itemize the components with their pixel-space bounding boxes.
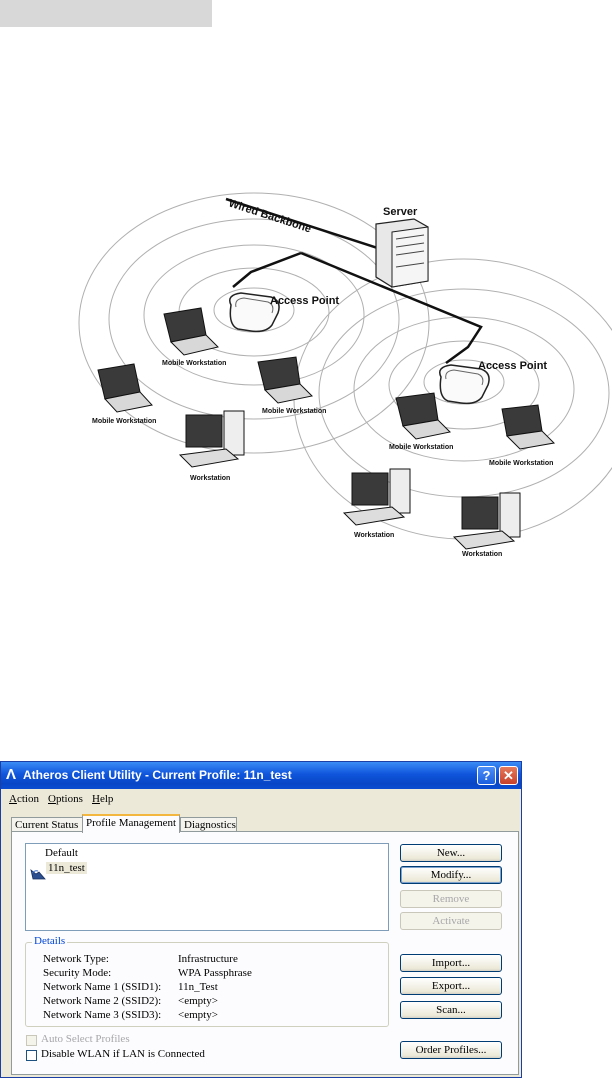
access-point-icon-2 — [439, 364, 490, 405]
mobile-workstation-label-4: Mobile Workstation — [389, 444, 453, 451]
ssid2-value: <empty> — [178, 995, 218, 1007]
atheros-logo-icon: Λ — [6, 766, 17, 783]
server-label: Server — [383, 206, 418, 218]
workstation-icons — [178, 410, 521, 550]
disable-wlan-label: Disable WLAN if LAN is Connected — [41, 1048, 205, 1060]
mobile-workstation-label-3: Mobile Workstation — [262, 408, 326, 415]
mobile-workstation-label-1: Mobile Workstation — [162, 360, 226, 367]
workstation-label-2: Workstation — [354, 532, 394, 539]
security-mode-label: Security Mode: — [43, 967, 112, 979]
header-bar — [0, 0, 212, 27]
ssid3-value: <empty> — [178, 1009, 218, 1021]
access-point-label-2: Access Point — [478, 360, 547, 372]
network-diagram: Wired Backbone Server Access Point Acces… — [76, 177, 612, 573]
tab-current-status[interactable]: Current Status — [11, 817, 83, 832]
new-button[interactable]: New... — [400, 844, 502, 862]
menu-action[interactable]: Action — [9, 793, 39, 805]
auto-select-profiles-checkbox[interactable] — [26, 1035, 37, 1046]
profile-list[interactable]: Default 11n_test — [25, 843, 389, 931]
details-group: Details Network Type: Infrastructure Sec… — [25, 935, 389, 1027]
profile-item-default[interactable]: Default — [45, 847, 78, 859]
laptop-icon-5 — [501, 404, 556, 450]
network-type-label: Network Type: — [43, 953, 109, 965]
profile-management-panel: Default 11n_test Details Network Type: I… — [11, 831, 519, 1075]
activate-button[interactable]: Activate — [400, 912, 502, 930]
laptop-icon-2 — [97, 363, 153, 413]
menu-options[interactable]: Options — [48, 793, 83, 805]
menu-bar: Action Options Help — [1, 789, 521, 809]
network-type-value: Infrastructure — [178, 953, 238, 965]
ssid2-label: Network Name 2 (SSID2): — [43, 995, 162, 1007]
laptop-icon-3 — [257, 356, 314, 404]
workstation-icon-1 — [178, 410, 245, 468]
access-point-icon-1 — [229, 292, 280, 333]
wired-backbone-lines — [225, 197, 483, 365]
workstation-icon-2 — [342, 468, 411, 526]
coverage-rings-1 — [78, 192, 430, 454]
order-profiles-button[interactable]: Order Profiles... — [400, 1041, 502, 1059]
remove-button[interactable]: Remove — [400, 890, 502, 908]
access-point-label-1: Access Point — [270, 295, 339, 307]
title-bar[interactable]: Λ Atheros Client Utility - Current Profi… — [1, 762, 521, 789]
mobile-workstation-label-2: Mobile Workstation — [92, 418, 156, 425]
tab-diagnostics[interactable]: Diagnostics — [180, 817, 237, 832]
wired-backbone-label: Wired Backbone — [227, 197, 313, 235]
ssid3-label: Network Name 3 (SSID3): — [43, 1009, 162, 1021]
close-button[interactable]: ✕ — [499, 766, 518, 785]
scan-button[interactable]: Scan... — [400, 1001, 502, 1019]
workstation-label-3: Workstation — [462, 551, 502, 558]
laptop-icon-1 — [163, 307, 219, 356]
security-mode-value: WPA Passphrase — [178, 967, 252, 979]
auto-select-profiles-label: Auto Select Profiles — [41, 1033, 130, 1045]
laptop-icons — [97, 307, 556, 450]
laptop-icon-4 — [395, 392, 452, 440]
export-button[interactable]: Export... — [400, 977, 502, 995]
menu-help[interactable]: Help — [92, 793, 114, 805]
profile-item-11n-test[interactable]: 11n_test — [46, 862, 87, 874]
help-button[interactable]: ? — [477, 766, 496, 785]
tab-profile-management[interactable]: Profile Management — [82, 814, 180, 833]
atheros-client-utility-window: Λ Atheros Client Utility - Current Profi… — [0, 761, 522, 1078]
server-icon — [375, 218, 429, 288]
ssid1-value: 11n_Test — [178, 981, 218, 993]
workstation-label-1: Workstation — [190, 475, 230, 482]
import-button[interactable]: Import... — [400, 954, 502, 972]
mobile-workstation-label-5: Mobile Workstation — [489, 460, 553, 467]
window-title: Atheros Client Utility - Current Profile… — [23, 768, 292, 782]
details-legend: Details — [32, 935, 68, 947]
ssid1-label: Network Name 1 (SSID1): — [43, 981, 162, 993]
disable-wlan-checkbox[interactable] — [26, 1050, 37, 1061]
modify-button[interactable]: Modify... — [400, 866, 502, 884]
workstation-icon-3 — [452, 492, 521, 550]
active-profile-icon — [30, 868, 46, 880]
